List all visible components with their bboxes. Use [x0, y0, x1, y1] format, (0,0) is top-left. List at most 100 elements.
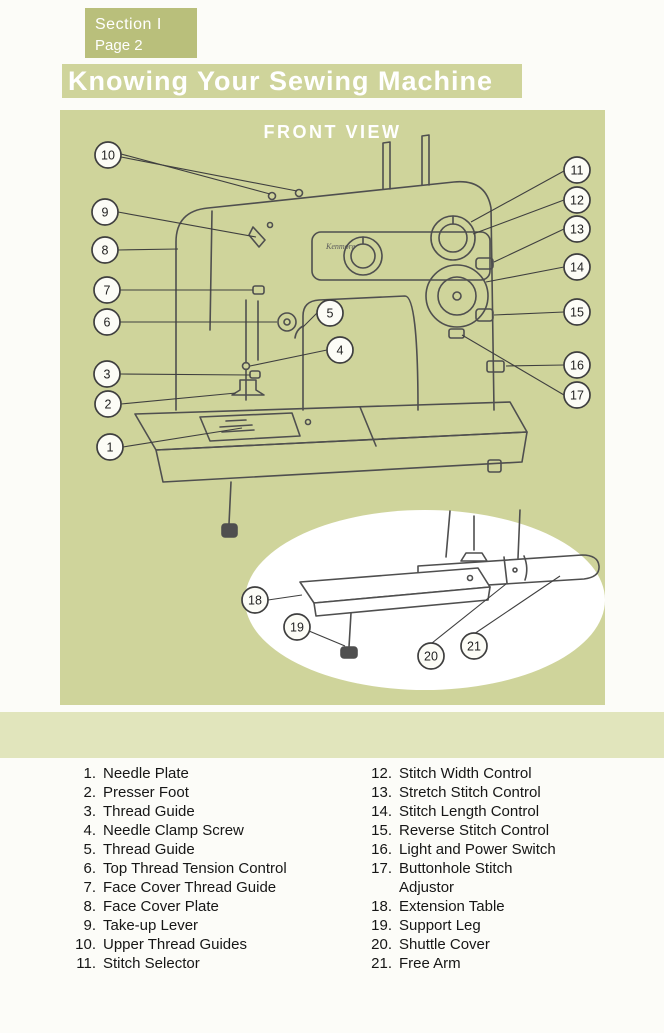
callout-1: 1 [96, 433, 124, 461]
callout-13: 13 [563, 215, 591, 243]
part-item-6: 6. Top Thread Tension Control [70, 859, 355, 878]
callout-number: 11 [571, 164, 584, 178]
part-number: 3. [83, 803, 96, 820]
callout-17: 17 [563, 381, 591, 409]
part-item-8: 8. Face Cover Plate [70, 897, 355, 916]
part-item-19: 19.Support Leg [366, 916, 611, 935]
callout-number: 17 [570, 389, 584, 403]
callout-11: 11 [563, 156, 591, 184]
callout-number: 12 [570, 194, 584, 208]
part-label: Stitch Width Control [399, 765, 532, 782]
callout-number: 2 [105, 398, 112, 412]
callout-12: 12 [563, 186, 591, 214]
callout-number: 18 [248, 594, 262, 608]
part-label: Needle Plate [103, 765, 189, 782]
part-item-12: 12. Stitch Width Control [366, 764, 611, 783]
part-number: 8. [83, 898, 96, 915]
part-label: Upper Thread Guides [103, 936, 247, 953]
part-item-20: 20. Shuttle Cover [366, 935, 611, 954]
callout-number: 16 [570, 359, 584, 373]
machine-drawing: Kenmore [134, 134, 528, 538]
callout-2: 2 [94, 390, 122, 418]
callout-7: 7 [93, 276, 121, 304]
part-label: Top Thread Tension Control [103, 860, 287, 877]
part-label: Needle Clamp Screw [103, 822, 244, 839]
part-number: 14. [371, 803, 392, 820]
callout-14: 14 [563, 253, 591, 281]
part-item-16: 16. Light and Power Switch [366, 840, 611, 859]
part-number: 17. [371, 860, 392, 877]
callout-number: 19 [290, 621, 304, 635]
part-number: 12. [371, 765, 392, 782]
part-item-14: 14. Stitch Length Control [366, 802, 611, 821]
callout-number: 20 [424, 650, 438, 664]
part-label: Shuttle Cover [399, 936, 490, 953]
part-number: 5. [83, 841, 96, 858]
callout-21: 21 [460, 632, 488, 660]
callout-18: 18 [241, 586, 269, 614]
callout-6: 6 [93, 308, 121, 336]
part-number: 6. [83, 860, 96, 877]
figure-title: FRONT VIEW [263, 122, 402, 142]
divider-band [0, 712, 664, 758]
part-label: Take-up Lever [103, 917, 199, 934]
part-label: Stretch Stitch Control [399, 784, 541, 801]
callout-5: 5 [316, 299, 344, 327]
callout-number: 7 [104, 284, 111, 298]
part-label: Face Cover Plate [103, 898, 219, 915]
callout-number: 1 [107, 441, 114, 455]
page-title: Knowing Your Sewing Machine [62, 64, 522, 98]
part-number: 7. [83, 879, 96, 896]
page-label: Page 2 [95, 37, 143, 54]
callout-19: 19 [283, 613, 311, 641]
part-item-17: 17. Buttonhole Stitch Adjustor [366, 859, 611, 897]
part-item-7: 7. Face Cover Thread Guide [70, 878, 355, 897]
part-label: Extension Table [399, 898, 505, 915]
part-number: 16. [371, 841, 392, 858]
part-label: Reverse Stitch Control [399, 822, 550, 839]
part-number: 18. [371, 898, 392, 915]
part-label: Buttonhole Stitch Adjustor [399, 860, 513, 896]
part-label: Stitch Selector [103, 955, 200, 972]
brand-label: Kenmore [325, 242, 355, 251]
part-label: Free Arm [399, 955, 461, 972]
part-item-1: 1. Needle Plate [70, 764, 355, 783]
part-item-5: 5. Thread Guide [70, 840, 355, 859]
part-label: Stitch Length Control [399, 803, 540, 820]
part-label: Thread Guide [103, 841, 195, 858]
section-box: Section I Page 2 [85, 8, 197, 58]
part-number: 11. [76, 955, 96, 972]
callout-10: 10 [94, 141, 122, 169]
part-item-3: 3. Thread Guide [70, 802, 355, 821]
part-number: 1. [83, 765, 96, 782]
callout-20: 20 [417, 642, 445, 670]
callout-4: 4 [326, 336, 354, 364]
part-label: Support Leg [399, 917, 481, 934]
callout-number: 4 [337, 344, 344, 358]
part-item-9: 9. Take-up Lever [70, 916, 355, 935]
part-label: Face Cover Thread Guide [103, 879, 277, 896]
part-label: Thread Guide [103, 803, 195, 820]
callout-number: 8 [102, 244, 109, 258]
part-item-18: 18. Extension Table [366, 897, 611, 916]
part-item-10: 10.Upper Thread Guides [70, 935, 355, 954]
part-item-11: 11. Stitch Selector [70, 954, 355, 973]
sewing-machine-figure: Kenmore [91, 134, 605, 690]
part-number: 9. [83, 917, 96, 934]
part-number: 4. [83, 822, 96, 839]
section-label: Section I [95, 16, 162, 33]
part-item-13: 13.Stretch Stitch Control [366, 783, 611, 802]
callout-15: 15 [563, 298, 591, 326]
callout-number: 6 [104, 316, 111, 330]
callout-9: 9 [91, 198, 119, 226]
part-item-4: 4. Needle Clamp Screw [70, 821, 355, 840]
free-arm-drawing [299, 509, 600, 659]
part-number: 20. [371, 936, 392, 953]
part-item-15: 15.Reverse Stitch Control [366, 821, 611, 840]
part-label: Light and Power Switch [399, 841, 556, 858]
leader-lines [117, 153, 565, 647]
